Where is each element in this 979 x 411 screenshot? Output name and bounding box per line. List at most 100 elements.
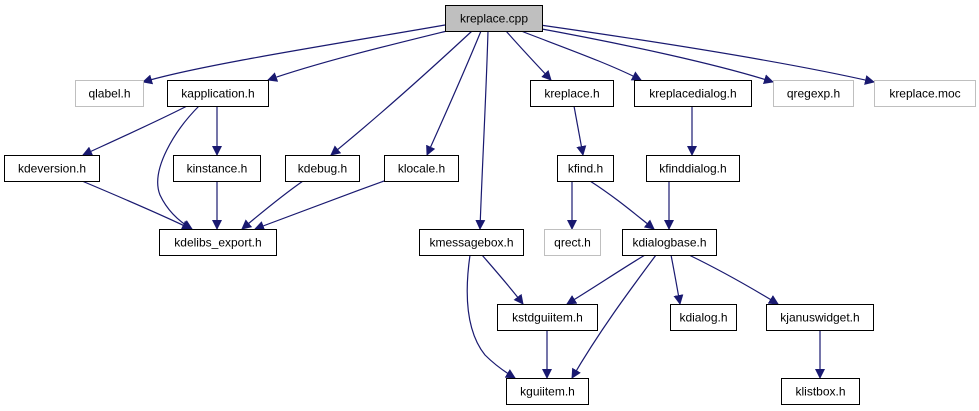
node-kdialog-h[interactable]: kdialog.h: [670, 304, 737, 331]
edge-line: [254, 180, 385, 231]
edge-line: [157, 105, 200, 230]
node-label: klistbox.h: [795, 385, 845, 399]
node-label: kdebug.h: [298, 162, 347, 176]
edge-line: [82, 105, 188, 156]
node-kapplication-h[interactable]: kapplication.h: [167, 80, 269, 107]
node-box: [874, 80, 976, 107]
node-label: kinstance.h: [187, 162, 248, 176]
node-label: kdelibs_export.h: [174, 236, 261, 250]
edge-line: [520, 30, 642, 81]
edge-line: [573, 105, 587, 156]
node-kjanuswidget-h[interactable]: kjanuswidget.h: [766, 304, 874, 331]
edge-line: [589, 180, 655, 230]
edge-kmessagebox-h-to-kstdguiitem-h: [481, 254, 524, 305]
node-label: klocale.h: [398, 162, 445, 176]
node-label: kdialogbase.h: [632, 236, 706, 250]
node-box: [773, 80, 854, 107]
node-label: kguiitem.h: [520, 385, 575, 399]
edge-kdialogbase-h-to-kguiitem-h: [571, 254, 657, 379]
edge-kreplace-cpp-to-kmessagebox-h: [475, 30, 489, 230]
node-box: [445, 5, 543, 32]
edges: [81, 24, 875, 379]
edge-kmessagebox-h-to-kguiitem-h: [466, 254, 516, 379]
node-kfind-h[interactable]: kfind.h: [557, 155, 614, 182]
node-label: kreplacedialog.h: [649, 87, 736, 101]
edge-kreplace-cpp-to-kdebug-h: [330, 30, 473, 156]
node-label: qlabel.h: [88, 87, 130, 101]
node-box: [384, 155, 459, 182]
node-box: [75, 80, 144, 107]
node-label: kreplace.cpp: [460, 12, 528, 26]
edge-line: [330, 30, 473, 156]
edge-kreplace-cpp-to-qlabel-h: [142, 24, 446, 85]
edge-line: [670, 254, 684, 305]
node-qregexp-h: qregexp.h: [773, 80, 854, 107]
edge-line: [241, 180, 304, 230]
edge-line: [571, 254, 657, 379]
edge-kreplace-cpp-to-kreplace-moc: [539, 24, 875, 85]
node-box: [159, 229, 277, 256]
node-kdialogbase-h[interactable]: kdialogbase.h: [622, 229, 717, 256]
node-label: kfind.h: [568, 162, 603, 176]
edge-line: [466, 254, 516, 379]
node-box: [766, 304, 874, 331]
node-box: [634, 80, 752, 107]
node-label: kreplace.moc: [889, 87, 960, 101]
node-box: [506, 378, 589, 405]
node-label: kreplace.h: [544, 87, 599, 101]
node-label: qrect.h: [554, 236, 591, 250]
edge-line: [539, 24, 875, 85]
node-kinstance-h[interactable]: kinstance.h: [173, 155, 261, 182]
node-kdebug-h[interactable]: kdebug.h: [285, 155, 360, 182]
node-kguiitem-h[interactable]: kguiitem.h: [506, 378, 589, 405]
node-box: [419, 229, 524, 256]
node-kdelibs-export-h[interactable]: kdelibs_export.h: [159, 229, 277, 256]
edge-kapplication-h-to-kdelibs-export-h: [157, 105, 200, 230]
node-kreplace-cpp[interactable]: kreplace.cpp: [445, 5, 543, 32]
node-label: kdeversion.h: [18, 162, 86, 176]
edge-kapplication-h-to-kdeversion-h: [82, 105, 188, 156]
edge-line: [426, 30, 482, 156]
edge-kfind-h-to-kdialogbase-h: [589, 180, 655, 230]
edge-line: [505, 30, 552, 81]
edge-line: [475, 30, 489, 230]
node-box: [557, 155, 614, 182]
edge-line: [566, 254, 646, 305]
node-kreplace-moc: kreplace.moc: [874, 80, 976, 107]
node-klocale-h[interactable]: klocale.h: [384, 155, 459, 182]
node-box: [544, 229, 601, 256]
edge-kreplace-cpp-to-qregexp-h: [530, 26, 774, 85]
edge-kreplace-cpp-to-kapplication-h: [267, 30, 448, 82]
node-kdeversion-h[interactable]: kdeversion.h: [4, 155, 100, 182]
edge-line: [81, 180, 192, 230]
edge-line: [267, 30, 448, 82]
edge-klocale-h-to-kdelibs-export-h: [254, 180, 385, 231]
edge-line: [530, 26, 774, 85]
node-kreplace-h[interactable]: kreplace.h: [530, 80, 614, 107]
node-label: kstdguiitem.h: [512, 311, 583, 325]
node-box: [530, 80, 614, 107]
edge-kdialogbase-h-to-kjanuswidget-h: [688, 254, 779, 305]
node-kstdguiitem-h[interactable]: kstdguiitem.h: [497, 304, 598, 331]
node-box: [497, 304, 598, 331]
node-box: [4, 155, 100, 182]
edge-kreplace-h-to-kfind-h: [573, 105, 587, 156]
edge-kdebug-h-to-kdelibs-export-h: [241, 180, 304, 230]
node-kfinddialog-h[interactable]: kfinddialog.h: [646, 155, 740, 182]
node-box: [167, 80, 269, 107]
node-kmessagebox-h[interactable]: kmessagebox.h: [419, 229, 524, 256]
node-box: [781, 378, 860, 405]
edge-kdialogbase-h-to-kstdguiitem-h: [566, 254, 646, 305]
edge-line: [688, 254, 779, 305]
node-label: kfinddialog.h: [659, 162, 726, 176]
edge-kdeversion-h-to-kdelibs-export-h: [81, 180, 192, 230]
node-box: [285, 155, 360, 182]
node-box: [670, 304, 737, 331]
edge-kreplace-cpp-to-klocale-h: [426, 30, 482, 156]
node-box: [646, 155, 740, 182]
node-kreplacedialog-h[interactable]: kreplacedialog.h: [634, 80, 752, 107]
node-klistbox-h[interactable]: klistbox.h: [781, 378, 860, 405]
edge-line: [481, 254, 524, 305]
node-label: kapplication.h: [181, 87, 254, 101]
